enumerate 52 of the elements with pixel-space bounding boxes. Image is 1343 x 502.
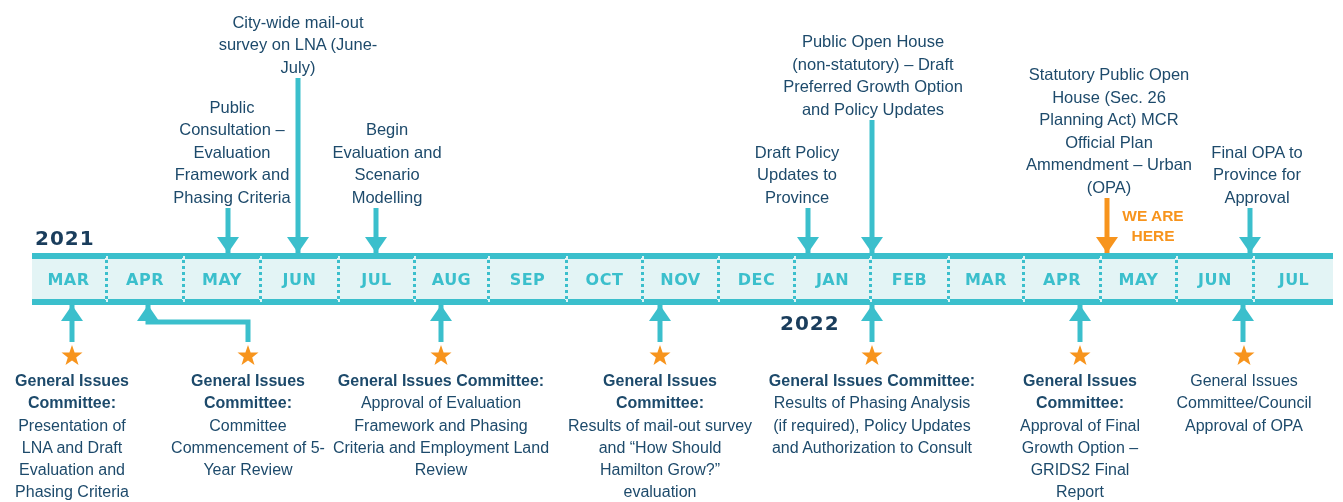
milestone-text: Draft Policy Updates to Province: [737, 140, 857, 208]
month-cell: MAY: [1102, 253, 1178, 305]
month-cell: JUN: [1178, 253, 1255, 305]
month-cell: JAN: [796, 253, 872, 305]
arrow: [1239, 208, 1261, 253]
milestone-text: City-wide mail-out survey on LNA (June-July): [208, 10, 388, 78]
event-description: Approval of Evaluation Framework and Phasing Criteria and Employment Land Review: [331, 393, 551, 481]
committee-heading: General Issues Committee:: [336, 371, 546, 391]
month-cell: AUG: [416, 253, 490, 305]
arrow: [217, 208, 239, 253]
event-description: Results of mail-out survey and “How Should Hamilton Grow?” evaluation: [567, 415, 753, 502]
event-description: Presentation of LNA and Draft Evaluation and Phasing Criteria: [14, 415, 130, 502]
month-cell: OCT: [568, 253, 644, 305]
month-cell: JUL: [340, 253, 416, 305]
milestone-text: Begin Evaluation and Scenario Modelling: [327, 118, 447, 208]
month-cell: JUL: [1255, 253, 1333, 305]
event-description: Approval of Final Growth Option – GRIDS2 Final Report: [1018, 415, 1142, 502]
arrow: [287, 78, 309, 253]
month-cell: MAR: [32, 253, 108, 305]
month-cell: MAR: [950, 253, 1025, 305]
month-cell: JUN: [262, 253, 340, 305]
arrow: [61, 305, 83, 342]
arrow: [861, 120, 883, 253]
month-cell: NOV: [644, 253, 720, 305]
committee-heading: General Issues Committee:: [190, 371, 306, 414]
month-cell: APR: [1025, 253, 1102, 305]
arrow: [365, 208, 387, 253]
year-label: 2021: [35, 226, 95, 250]
month-cell: SEP: [490, 253, 568, 305]
arrow: [861, 305, 883, 342]
committee-heading: General Issues Committee:: [14, 371, 130, 414]
month-cell: FEB: [872, 253, 950, 305]
milestone-text: Public Consultation – Evaluation Framework and Phasing Criteria: [173, 95, 291, 208]
arrow: [1069, 305, 1091, 342]
milestone-text: Public Open House (non-statutory) – Draft Preferred Growth Option and Policy Updates: [783, 30, 963, 120]
arrow: [649, 305, 671, 342]
committee-heading: General Issues Committee:: [602, 371, 718, 414]
arrow: [137, 305, 251, 342]
milestone-text: Statutory Public Open House (Sec. 26 Planning Act) MCR Official Plan Ammendment – Urban (OPA): [1019, 63, 1199, 198]
arrow: [1096, 198, 1118, 253]
month-cell: DEC: [720, 253, 796, 305]
year-label: 2022: [780, 311, 840, 335]
arrow: [797, 208, 819, 253]
month-cell: APR: [108, 253, 185, 305]
committee-heading: General Issues Committee:: [767, 371, 977, 391]
event-description: General Issues Committee/Council Approval of OPA: [1175, 371, 1313, 436]
event-description: Committee Commencement of 5-Year Review: [170, 415, 326, 481]
arrow: [430, 305, 452, 342]
committee-heading: General Issues Committee:: [1022, 371, 1138, 414]
event-description: Results of Phasing Analysis (if required), Policy Updates and Authorization to Consult: [770, 393, 974, 458]
month-cell: MAY: [185, 253, 262, 305]
arrow: [1232, 305, 1254, 342]
